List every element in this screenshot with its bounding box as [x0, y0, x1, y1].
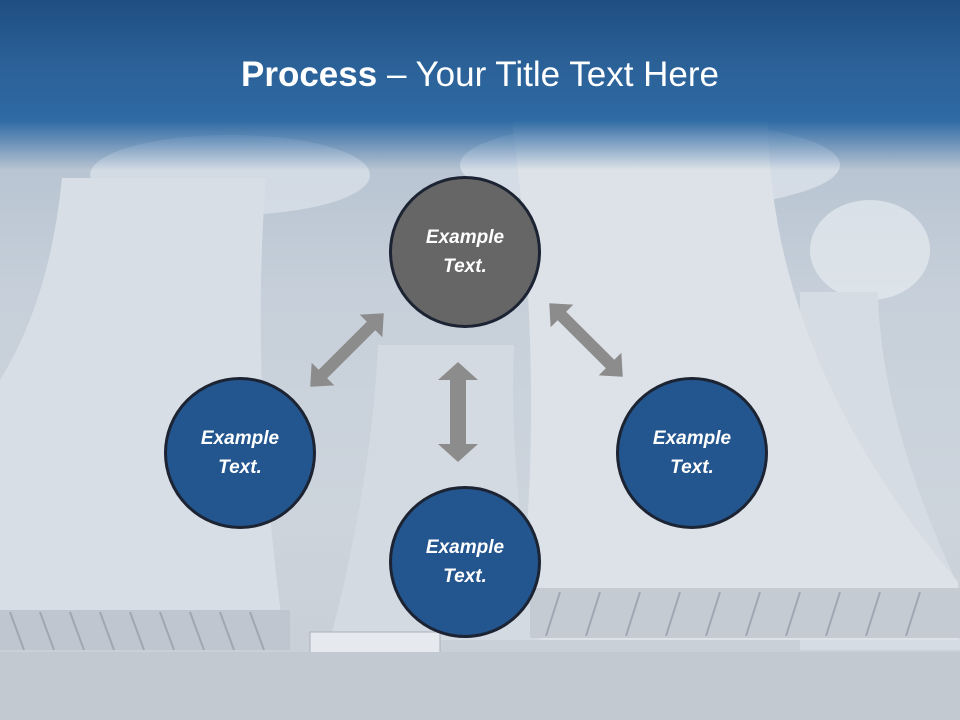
- node-left-text: Example Text.: [200, 428, 280, 478]
- node-top-text: Example Text.: [425, 227, 505, 277]
- slide-title: Process – Your Title Text Here: [0, 52, 960, 98]
- node-bottom-text: Example Text.: [425, 537, 505, 587]
- title-band: [0, 0, 960, 170]
- process-node-top[interactable]: Example Text.: [389, 176, 541, 328]
- arrow-top-right: [549, 303, 623, 377]
- process-node-left[interactable]: Example Text.: [164, 377, 316, 529]
- arrow-vertical: [438, 362, 478, 462]
- process-node-bottom[interactable]: Example Text.: [389, 486, 541, 638]
- arrow-top-left: [310, 313, 384, 387]
- node-right-text: Example Text.: [652, 428, 732, 478]
- title-rest: – Your Title Text Here: [377, 55, 719, 94]
- title-bold: Process: [241, 55, 378, 94]
- process-node-right[interactable]: Example Text.: [616, 377, 768, 529]
